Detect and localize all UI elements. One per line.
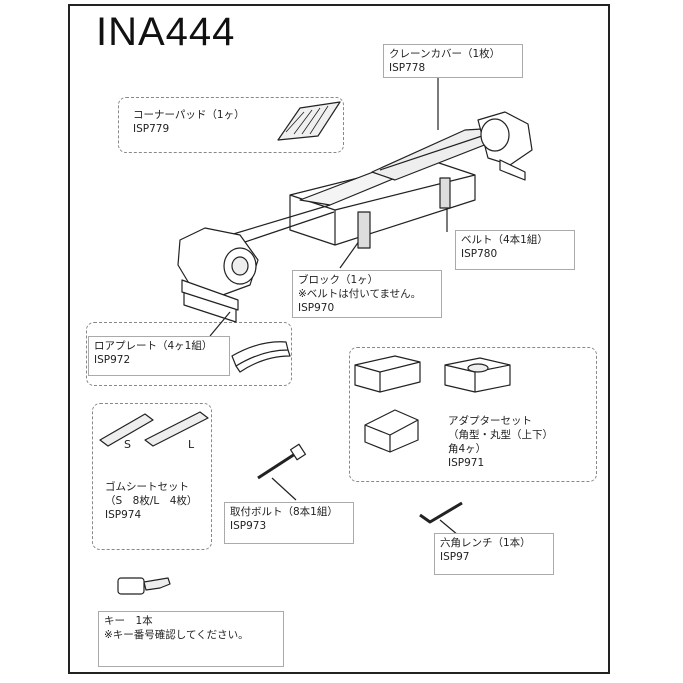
corner-pad-group — [118, 97, 344, 153]
label-rubber-sheet: ゴムシートセット （S 8枚/L 4枚） ISP974 — [105, 481, 198, 521]
corner-pad-illustration — [277, 101, 341, 141]
adapter-group — [349, 347, 597, 482]
leader-roa-plate — [209, 311, 231, 337]
hex-wrench-illustration — [419, 501, 463, 524]
rubber-sheet-illustration — [99, 411, 209, 447]
label-corner-pad: コーナーパッド（1ヶ） ISP779 — [128, 106, 250, 138]
diagram-frame — [68, 4, 610, 674]
label-crane-cover: クレーンカバー（1枚） ISP778 — [383, 44, 523, 78]
label-roa-plate: ロアプレート（4ヶ1組） ISP972 — [88, 336, 230, 376]
label-bolt: 取付ボルト（8本1組） ISP973 — [224, 502, 354, 544]
bolt-illustration — [257, 443, 307, 480]
label-adapter: アダプターセット （角型・丸型（上下） 角4ヶ） ISP971 — [443, 412, 557, 478]
rubber-size-l: L — [188, 438, 195, 451]
roa-plate-illustration — [231, 341, 291, 373]
key-illustration — [117, 577, 171, 595]
label-key: キー 1本 ※キー番号確認してください。 — [98, 611, 284, 667]
label-belt: ベルト（4本1組） ISP780 — [455, 230, 575, 270]
label-wrench: 六角レンチ（1本） ISP97 — [434, 533, 554, 575]
rubber-sheet-group — [92, 403, 212, 550]
adapter-illustration — [354, 355, 511, 453]
product-code-title: INA444 — [96, 10, 236, 54]
crane-block-assembly — [177, 111, 533, 323]
roa-plate-group — [86, 322, 292, 386]
rubber-size-s: S — [124, 438, 131, 451]
label-block: ブロック（1ヶ） ※ベルトは付いてません。 ISP970 — [292, 270, 442, 318]
leader-bolt — [271, 477, 297, 501]
